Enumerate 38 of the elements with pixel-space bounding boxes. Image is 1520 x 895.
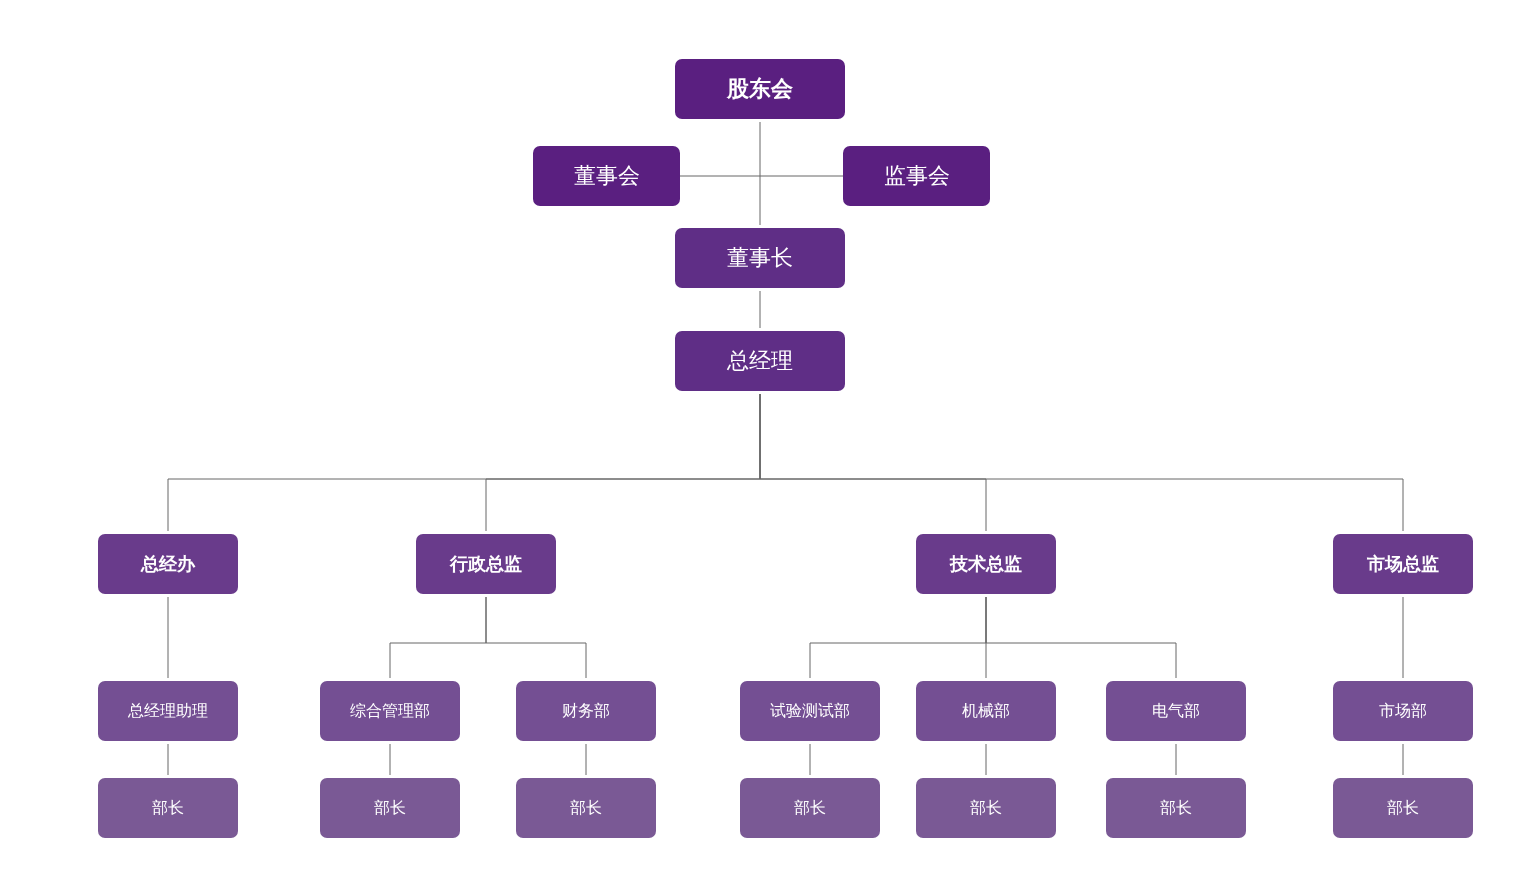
org-box: 财务部	[516, 681, 656, 741]
org-box: 部长	[1106, 778, 1246, 838]
org-box: 市场部	[1333, 681, 1473, 741]
org-box: 部长	[320, 778, 460, 838]
connector-line	[167, 596, 169, 679]
org-box: 董事长	[675, 228, 845, 288]
connector-line	[985, 596, 1177, 679]
connector-line	[485, 596, 587, 679]
org-box: 部长	[516, 778, 656, 838]
connector-line	[985, 743, 987, 776]
org-box: 综合管理部	[320, 681, 460, 741]
org-box: 机械部	[916, 681, 1056, 741]
org-box: 监事会	[843, 146, 990, 206]
connector-line	[1402, 743, 1404, 776]
connector-line	[167, 743, 169, 776]
org-box: 部长	[916, 778, 1056, 838]
org-box: 董事会	[533, 146, 680, 206]
connector-line	[389, 743, 391, 776]
connector-line	[1175, 743, 1177, 776]
org-box: 电气部	[1106, 681, 1246, 741]
org-box: 部长	[740, 778, 880, 838]
org-box: 技术总监	[916, 534, 1056, 594]
connector-line	[1402, 596, 1404, 679]
org-box: 股东会	[675, 59, 845, 119]
org-box: 总经理助理	[98, 681, 238, 741]
connector-line	[759, 290, 761, 329]
connector-line	[759, 121, 761, 226]
org-box: 行政总监	[416, 534, 556, 594]
org-box: 市场总监	[1333, 534, 1473, 594]
connector-line	[809, 743, 811, 776]
org-box: 总经理	[675, 331, 845, 391]
org-box: 部长	[1333, 778, 1473, 838]
connector-line	[759, 393, 1404, 532]
org-box: 试验测试部	[740, 681, 880, 741]
org-box: 部长	[98, 778, 238, 838]
org-box: 总经办	[98, 534, 238, 594]
connector-line	[679, 175, 844, 177]
connector-line	[585, 743, 587, 776]
